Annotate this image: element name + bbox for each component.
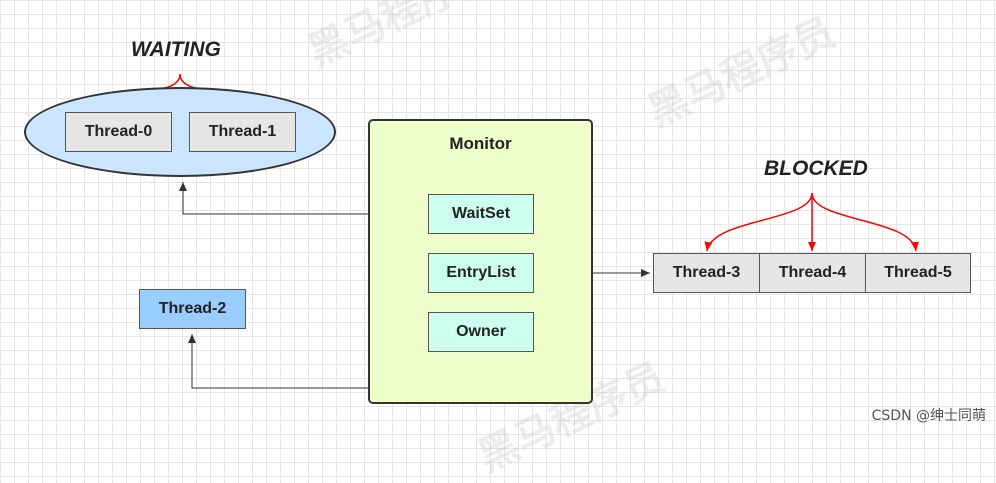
thread-0-box: Thread-0 [65, 112, 172, 152]
blocked-arrow-right [811, 192, 919, 252]
thread-1-box: Thread-1 [189, 112, 296, 152]
monitor-title: Monitor [449, 134, 512, 153]
footer-credit: CSDN @绅士同萌 [871, 408, 986, 424]
blocked-label: BLOCKED [764, 157, 868, 180]
entrylist-box: EntryList [428, 253, 534, 293]
thread-5-box: Thread-5 [865, 253, 971, 293]
thread-2-box: Thread-2 [139, 289, 246, 329]
waitset-connector [179, 182, 428, 215]
owner-box: Owner [428, 312, 534, 352]
waitset-box: WaitSet [428, 194, 534, 234]
waiting-label: WAITING [131, 38, 221, 61]
blocked-arrow-left [704, 192, 813, 252]
thread-3-box: Thread-3 [653, 253, 760, 293]
thread-4-box: Thread-4 [759, 253, 866, 293]
